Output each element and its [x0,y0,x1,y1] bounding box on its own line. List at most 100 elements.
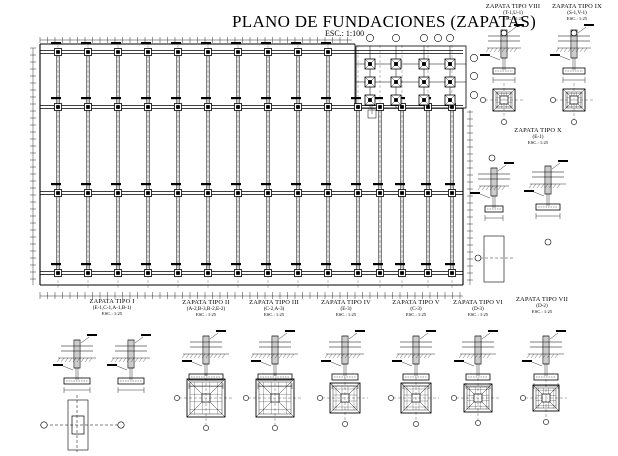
soil-hatch [530,353,535,359]
column-section [73,339,81,369]
footing-tag-mark [291,263,301,266]
footing-tag-mark [51,42,61,45]
footing-plan-view [317,377,368,427]
soil-hatch [213,353,218,359]
footing-tag-mark [261,183,271,186]
annotation-text-mark [522,360,532,362]
footing-tag-mark [201,263,211,266]
soil-hatch [60,357,65,363]
soil-hatch [458,353,463,359]
soil-hatch [88,357,93,363]
drawing-title: PLANO DE FUNDACIONES (ZAPATAS) [232,12,537,31]
soil-hatch [462,353,467,359]
annotation-text-mark [141,334,151,336]
footing-tag-mark [171,97,181,100]
annotation-leader [577,26,587,34]
annotation-leader [116,365,128,371]
detail-label-t6: ZAPATA TIPO VI (D-3) ESC.: 1:25 [440,299,516,318]
annotation-text-mark [504,162,514,164]
soil-hatch [181,353,186,359]
footing-plan-view [388,377,439,427]
soil-hatch [415,353,420,359]
soil-hatch [548,183,553,189]
soil-hatch [270,353,275,359]
column-symbol [86,50,90,54]
detail-title: ZAPATA TIPO V [392,299,440,306]
annotation-text-mark [550,54,560,56]
column-symbol [356,105,360,109]
axis-bubble [451,395,457,401]
footing-tag-mark [291,183,301,186]
footing-tag-mark [321,263,331,266]
footing-tag-mark [231,97,241,100]
axis-bubble [550,97,556,103]
detail-label-t7: ZAPATA TIPO VII (D-2) ESC.: 1:25 [502,296,582,315]
axis-bubble [475,420,481,426]
annotation-leader [533,191,545,197]
column-section [490,167,498,197]
footing-section [392,330,436,389]
column-symbol [326,271,330,275]
footing-plan-view [451,378,500,426]
footing-tag-mark [201,97,211,100]
column-symbol [206,50,210,54]
soil-hatch [352,353,357,359]
footing-tag-mark [321,183,331,186]
annotation-text-mark [558,160,568,162]
beam-plan [483,235,505,283]
footing-tag-mark [141,97,151,100]
detail-codes: (E-1,C-1,A-1,B-1) [92,305,132,311]
column-symbol [56,50,60,54]
column-symbol [326,50,330,54]
footing-tag-mark [111,183,121,186]
soil-hatch [56,357,61,363]
drawing-scale: ESC.: 1:100 [325,29,365,38]
annex-column-symbol [422,80,426,84]
footing-section [454,330,498,389]
column-symbol [356,271,360,275]
soil-hatch [501,47,506,53]
annotation-leader [507,26,517,34]
annotation-text-mark [182,360,192,362]
footing-tag-mark [261,42,271,45]
column-section [127,339,135,369]
footing-tag-mark [373,183,383,186]
detail-label-t2: ZAPATA TIPO II (A-2,B-3,B-2,E-2) ESC.: 1… [164,299,248,318]
soil-hatch [254,353,259,359]
annex-column-symbol [448,98,452,102]
footing-tag-mark [321,97,331,100]
annex-column-symbol [448,80,452,84]
footing-plan-view [243,373,302,431]
column-symbol [236,105,240,109]
detail-title: ZAPATA TIPO IX [552,3,602,10]
column-symbol [378,105,382,109]
detail-title: ZAPATA TIPO III [249,299,299,306]
column-symbol [426,105,430,109]
annotation-text-mark [514,24,524,26]
annotation-text-mark [488,330,498,332]
column-symbol [146,50,150,54]
footing-tag-mark [351,97,361,100]
beam-plan [67,399,89,451]
annotation-leader [481,332,491,340]
footing-section [107,334,151,393]
soil-hatch [536,183,541,189]
footing-tag-mark [51,263,61,266]
soil-hatch [221,353,226,359]
soil-hatch [332,353,337,359]
soil-hatch [528,183,533,189]
footing-tag-mark [421,183,431,186]
detail-codes: (E-1) [532,134,544,140]
footing-tag-mark [291,97,301,100]
soil-hatch [64,357,69,363]
footing-tag-mark [171,42,181,45]
soil-hatch [403,353,408,359]
soil-hatch [266,353,271,359]
footing-tag-mark [111,263,121,266]
column-symbol [206,271,210,275]
detail-title: ZAPATA TIPO IV [321,299,371,306]
axis-bubble [203,425,209,431]
axis-bubble [543,419,549,425]
soil-hatch [482,353,487,359]
footing-tag-mark [395,263,405,266]
